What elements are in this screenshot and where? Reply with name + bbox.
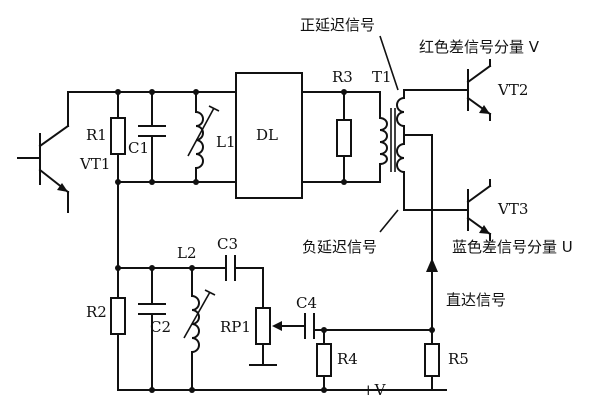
r2-resistor: [110, 267, 126, 391]
r2-label: R2: [86, 303, 107, 321]
red-diff-label: 红色差信号分量 V: [419, 38, 540, 56]
r3-label: R3: [332, 68, 353, 86]
c1-label: C1: [128, 139, 149, 157]
vt2-label: VT2: [497, 81, 528, 99]
rp1-potentiometer: [249, 307, 301, 366]
c1-capacitor: [138, 91, 166, 183]
l1-label: L1: [216, 133, 236, 151]
l2-label: L2: [177, 244, 197, 262]
vt1-label: VT1: [79, 155, 110, 173]
t1-transformer: [378, 89, 433, 211]
c2-label: C2: [150, 318, 171, 336]
blue-diff-label: 蓝色差信号分量 U: [452, 238, 573, 256]
junction-dots: [115, 89, 435, 393]
vt3-transistor: [466, 179, 492, 241]
r5-label: R5: [448, 350, 469, 368]
r5-resistor: [417, 329, 447, 391]
rp1-label: RP1: [220, 318, 251, 336]
vt1-transistor: [17, 91, 70, 213]
vplus-label: +V: [362, 381, 387, 399]
delay-line-box: [235, 72, 303, 199]
vt2-transistor: [466, 59, 492, 121]
c2-capacitor: [138, 267, 166, 391]
r4-resistor: [316, 329, 332, 391]
dl-label: DL: [256, 126, 278, 144]
direct-signal-label: 直达信号: [446, 291, 506, 309]
l2-inductor: [183, 267, 216, 391]
c4-capacitor: [299, 313, 433, 339]
c3-label: C3: [217, 235, 238, 253]
r3-resistor: [336, 91, 352, 183]
r4-label: R4: [337, 350, 358, 368]
l1-inductor: [187, 91, 220, 183]
c3-capacitor: [214, 255, 264, 309]
t1-label: T1: [372, 68, 392, 86]
r1-resistor: [110, 91, 126, 183]
vt3-label: VT3: [497, 200, 528, 218]
r1-label: R1: [86, 126, 107, 144]
negative-delay-label: 负延迟信号: [302, 238, 377, 256]
positive-delay-label: 正延迟信号: [300, 16, 375, 34]
c4-label: C4: [296, 294, 317, 312]
